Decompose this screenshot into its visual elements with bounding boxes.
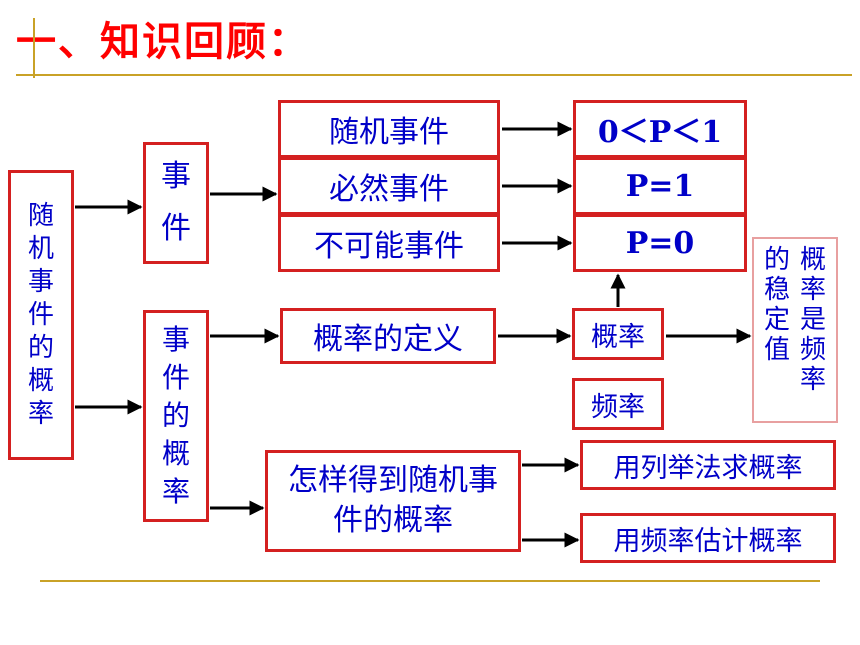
- box-freq: 频率: [572, 378, 664, 430]
- box-freq-estimate: 用频率估计概率: [580, 513, 836, 563]
- box-event-prob-label: 事件的概率: [162, 323, 191, 508]
- box-certain-event-label: 必然事件: [329, 172, 449, 207]
- box-enumeration-label: 用列举法求概率: [613, 452, 803, 484]
- box-p-random: 0＜P＜1: [573, 100, 747, 158]
- box-impossible-event: 不可能事件: [278, 214, 500, 272]
- box-freq-estimate-label: 用频率估计概率: [613, 525, 803, 557]
- page-title: 一、知识回顾：: [16, 18, 310, 65]
- box-event-label: 事件: [161, 159, 191, 246]
- box-random-event: 随机事件: [278, 100, 500, 158]
- box-freq-label: 频率: [591, 391, 645, 423]
- box-prob-def: 概率的定义: [280, 308, 496, 364]
- box-p-certain: P=1: [573, 157, 747, 215]
- box-p-certain-label: P=1: [625, 168, 695, 204]
- box-prob-label: 概率: [591, 321, 645, 353]
- bottom-rule: [40, 580, 820, 582]
- box-prob-def-label: 概率的定义: [313, 322, 463, 357]
- box-how-to-get-label: 怎样得到随机事件的概率: [288, 463, 498, 538]
- stable-col-1: 概率是频率: [800, 245, 827, 395]
- box-prob: 概率: [572, 308, 664, 360]
- box-event: 事件: [143, 142, 209, 264]
- stable-col-2: 的稳定值: [764, 245, 791, 365]
- box-impossible-event-label: 不可能事件: [314, 229, 464, 264]
- box-event-prob: 事件的概率: [143, 310, 209, 522]
- box-p-impossible: P=0: [573, 214, 747, 272]
- box-how-to-get: 怎样得到随机事件的概率: [265, 450, 521, 552]
- box-stable-value: 的稳定值 概率是频率: [752, 237, 838, 423]
- title-rule-horizontal: [16, 74, 852, 76]
- box-p-random-label: 0＜P＜1: [597, 115, 723, 150]
- box-root-label: 随机事件的概率: [28, 200, 55, 429]
- box-p-impossible-label: P=0: [625, 225, 695, 261]
- box-certain-event: 必然事件: [278, 157, 500, 215]
- box-random-event-label: 随机事件: [329, 115, 449, 150]
- title-rule-vertical: [33, 18, 35, 78]
- box-root: 随机事件的概率: [8, 170, 74, 460]
- box-enumeration: 用列举法求概率: [580, 440, 836, 490]
